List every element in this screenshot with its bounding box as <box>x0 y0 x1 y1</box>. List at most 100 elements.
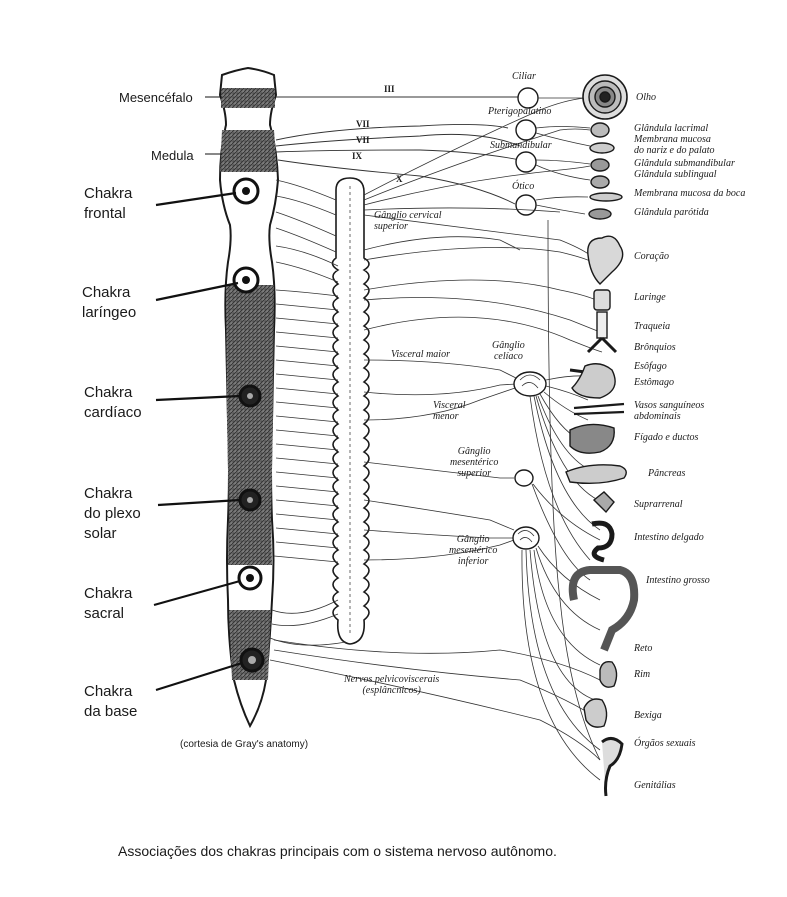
parotid-gland <box>589 209 611 219</box>
nasal-mucosa <box>590 143 614 153</box>
submandibular-ganglion <box>516 152 536 172</box>
chakra-cardiac-line2: cardíaco <box>84 403 142 423</box>
larynx-organ <box>594 290 610 310</box>
organ-label-kidney: Rim <box>634 669 650 680</box>
celiac-line2: celíaco <box>492 351 525 362</box>
stomach-organ <box>572 364 615 398</box>
chakra-frontal-label: Chakra frontal <box>84 184 132 224</box>
cranial-nerve-vii-a: VII <box>356 117 370 132</box>
chakra-ring-sacral <box>239 567 261 589</box>
cranial-nerve-vii-b: VII <box>356 133 370 148</box>
abdominal-ganglia <box>513 372 546 549</box>
medulla-label: Medula <box>151 148 194 163</box>
sup-mes-line3: superior <box>450 468 498 479</box>
abdominal-fibers <box>270 220 600 780</box>
organ-label-heart: Coração <box>634 251 669 262</box>
celiac-ganglion-label: Gânglio celíaco <box>492 340 525 362</box>
chakra-solar-line3: solar <box>84 524 141 544</box>
large-intestine-organ <box>573 570 635 650</box>
otic-ganglion <box>516 195 536 215</box>
postganglionic-fibers <box>364 98 602 560</box>
kidney-organ <box>600 662 617 687</box>
organ-label-larynx: Laringe <box>634 292 666 303</box>
small-intestine-organ <box>592 523 612 560</box>
sup-mes-line1: Gânglio <box>450 446 498 457</box>
celiac-ganglion <box>514 372 546 396</box>
chakra-laryngeal-line1: Chakra <box>82 283 136 303</box>
organ-label-pancreas: Pâncreas <box>648 468 685 479</box>
chakra-solar-line1: Chakra <box>84 484 141 504</box>
chakra-cardiac-label: Chakra cardíaco <box>84 383 142 423</box>
organ-label-bladder: Bexiga <box>634 710 662 721</box>
chakra-solar-line2: do plexo <box>84 504 141 524</box>
oral-mucosa <box>590 193 622 201</box>
chakra-ring-solar-plexus <box>240 490 260 510</box>
ciliary-ganglion <box>518 88 538 108</box>
organ-label-parotid: Glândula parótida <box>634 207 709 218</box>
reproductive-organ <box>602 738 622 796</box>
chakra-solar-plexus-label: Chakra do plexo solar <box>84 484 141 544</box>
visceral-major-label: Visceral maior <box>391 349 450 360</box>
cranial-nerve-ix: IX <box>352 149 362 164</box>
pancreas-organ <box>566 465 626 483</box>
organ-label-vessels: Vasos sanguíneos <box>634 400 704 411</box>
organ-label-large-intestine: Intestino grosso <box>646 575 710 586</box>
bladder-organ <box>584 699 607 727</box>
organ-label-abdominal: abdominais <box>634 411 681 422</box>
organ-label-genitals: Genitálias <box>634 780 676 791</box>
inferior-mesenteric-label: Gânglio mesentérico inferior <box>449 534 497 567</box>
organ-label-eye: Olho <box>636 92 656 103</box>
organ-label-lacrimal: Glândula lacrimal <box>634 123 708 134</box>
chakra-sacral-label: Chakra sacral <box>84 584 132 624</box>
organ-label-sexual-organs: Órgãos sexuais <box>634 738 696 749</box>
superior-cervical-line1: Gânglio cervical <box>374 210 441 221</box>
bronchi-organ <box>588 338 616 352</box>
chakra-frontal-line1: Chakra <box>84 184 132 204</box>
organ-label-rectum: Reto <box>634 643 652 654</box>
abdominal-vessels <box>574 404 624 414</box>
chakra-base-label: Chakra da base <box>84 682 137 722</box>
organ-label-trachea: Traqueia <box>634 321 670 332</box>
organ-label-mucosa: Membrana mucosa <box>634 134 711 145</box>
organ-label-adrenal: Suprarrenal <box>634 499 683 510</box>
pelvic-line2: (esplâncnicos) <box>344 685 439 696</box>
inf-mes-line1: Gânglio <box>449 534 497 545</box>
trachea-organ <box>597 312 607 338</box>
chakra-laryngeal-label: Chakra laríngeo <box>82 283 136 323</box>
chakra-sacral-line1: Chakra <box>84 584 132 604</box>
heart-organ <box>588 236 623 284</box>
organ-label-bronchi: Brônquios <box>634 342 676 353</box>
submandibular-gland <box>591 159 609 171</box>
ciliary-label: Ciliar <box>512 71 536 82</box>
superior-mesenteric-ganglion <box>515 470 533 486</box>
mesencephalon-label: Mesencéfalo <box>119 90 193 105</box>
cranial-nerve-iii: III <box>384 82 395 97</box>
chakra-ring-laryngeal <box>234 268 258 292</box>
otic-label: Ótico <box>512 181 534 192</box>
chakra-laryngeal-line2: laríngeo <box>82 303 136 323</box>
inf-mes-line3: inferior <box>449 556 497 567</box>
celiac-line1: Gânglio <box>492 340 525 351</box>
organ-label-small-intestine: Intestino delgado <box>634 532 704 543</box>
organ-label-liver: Fígado e ductos <box>634 432 698 443</box>
sup-mes-line2: mesentérico <box>450 457 498 468</box>
organ-label-stomach: Estômago <box>634 377 674 388</box>
credit-text: (cortesia de Gray's anatomy) <box>180 737 308 752</box>
chakra-cardiac-line1: Chakra <box>84 383 142 403</box>
sympathetic-chain <box>332 178 369 644</box>
organ-label-mouth-mucosa: Membrana mucosa da boca <box>634 188 745 199</box>
chakra-base-line2: da base <box>84 702 137 722</box>
submandibular-label: Submandibular <box>490 140 552 151</box>
superior-cervical-label: Gânglio cervical superior <box>374 210 441 232</box>
inf-mes-line2: mesentérico <box>449 545 497 556</box>
visceral-minor-label: Visceral menor <box>433 400 466 422</box>
visceral-minor-line2: menor <box>433 411 466 422</box>
superior-cervical-line2: superior <box>374 221 441 232</box>
sublingual-gland <box>591 176 609 188</box>
pterygopalatine-label: Pterigopalatino <box>488 106 551 117</box>
adrenal-organ <box>594 492 614 512</box>
organ-label-esophagus: Esôfago <box>634 361 667 372</box>
pelvic-splanchnic-label: Nervos pelvicoviscerais (esplâncnicos) <box>344 674 439 696</box>
pterygopalatine-ganglion <box>516 120 536 140</box>
